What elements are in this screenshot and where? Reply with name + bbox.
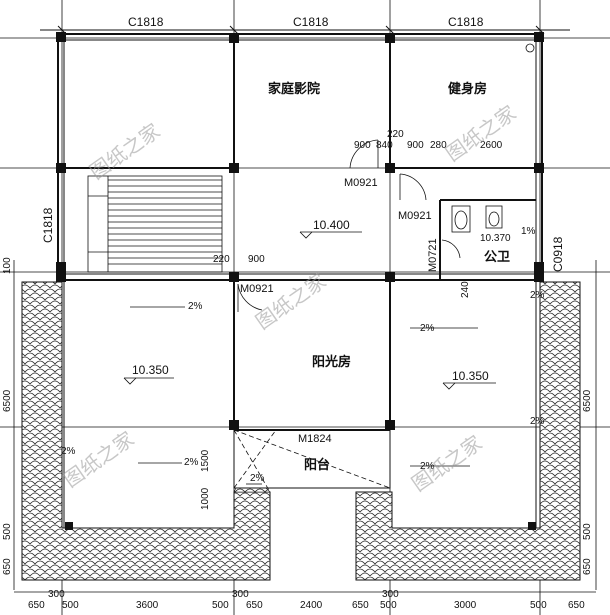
slope-label-1: 2%: [188, 301, 203, 312]
dim-bottom-8: 2400: [300, 600, 323, 611]
dim-bottom-11: 300: [382, 589, 399, 600]
dim-bottom-9: 650: [352, 600, 369, 611]
walls: [57, 33, 543, 528]
dim-inner-e: 280: [430, 140, 447, 151]
watermark-1: 图纸之家: [85, 119, 164, 185]
door-label-2: M0921: [398, 210, 432, 222]
dim-right-3: 650: [582, 558, 593, 575]
dim-inner-d: 900: [407, 140, 424, 151]
dim-inner-a: 900: [354, 140, 371, 151]
door-label-3: M0921: [240, 283, 274, 295]
dim-inner-h: 900: [248, 254, 265, 265]
watermark-4: 图纸之家: [59, 427, 138, 493]
dim-bottom-3: 300: [48, 589, 65, 600]
watermark-3: 图纸之家: [251, 269, 330, 335]
dim-inner-i: 240: [460, 281, 471, 298]
room-gym: 健身房: [448, 81, 487, 97]
columns: [56, 32, 544, 530]
dim-bottom-10: 500: [380, 600, 397, 611]
window-label-left-side: C1818: [41, 207, 55, 243]
dim-bottom-2: 500: [62, 600, 79, 611]
slope-label-9: 1%: [521, 226, 536, 237]
dim-inner-c: 220: [387, 129, 404, 140]
door-label-1: M0921: [344, 177, 378, 189]
window-label-right-side: C0918: [551, 236, 565, 272]
dim-bottom-1: 650: [28, 600, 45, 611]
slope-label-6: 2%: [420, 461, 435, 472]
elevation-markers: [123, 231, 496, 390]
window-label-balcony: M1824: [298, 433, 332, 445]
dim-inner-f: 2600: [480, 140, 503, 151]
window-label-top-right: C1818: [448, 15, 484, 29]
dim-bottom-14: 650: [568, 600, 585, 611]
slope-label-5: 2%: [420, 323, 435, 334]
room-toilet: 公卫: [484, 250, 510, 265]
dim-bottom-13: 500: [530, 600, 547, 611]
slope-label-2: 2%: [61, 446, 76, 457]
dim-left-3: 1500: [200, 449, 211, 472]
dim-bottom-6: 300: [232, 589, 249, 600]
elevation-right-terrace: 10.350: [452, 369, 489, 383]
dim-right-1: 6500: [582, 389, 593, 412]
side-dimension-lines: [13, 260, 597, 593]
dim-left-5: 500: [2, 523, 13, 540]
dim-inner-g: 220: [213, 254, 230, 265]
toilet-fixtures: [451, 43, 535, 233]
room-balcony: 阳台: [304, 457, 330, 473]
dim-bottom-5: 500: [212, 600, 229, 611]
slope-label-4: 2%: [250, 473, 265, 484]
watermark-5: 图纸之家: [407, 431, 486, 497]
watermark-2: 图纸之家: [441, 101, 520, 167]
door-label-4: M0721: [427, 238, 439, 272]
slope-arrows: [130, 306, 478, 485]
dim-left-1: 100: [2, 257, 13, 274]
dim-bottom-7: 650: [246, 600, 263, 611]
dim-bottom-12: 3000: [454, 600, 477, 611]
window-label-top-left: C1818: [128, 15, 164, 29]
slope-label-8: 2%: [530, 290, 545, 301]
dim-left-4: 1000: [200, 487, 211, 510]
elevation-toilet: 10.370: [480, 233, 511, 244]
dim-bottom-4: 3600: [136, 600, 159, 611]
dim-right-2: 500: [582, 523, 593, 540]
elevation-hall: 10.400: [313, 218, 350, 232]
window-label-top-mid: C1818: [293, 15, 329, 29]
dim-inner-b: 840: [376, 140, 393, 151]
room-sunroom: 阳光房: [312, 354, 351, 370]
elevation-left-terrace: 10.350: [132, 363, 169, 377]
roof-tiles: [21, 281, 581, 581]
slope-label-7: 2%: [530, 416, 545, 427]
door-swings: [237, 139, 461, 312]
balcony-hatch-lines: [233, 429, 391, 493]
dim-left-6: 650: [2, 558, 13, 575]
slope-label-3: 2%: [184, 457, 199, 468]
room-home-theater: 家庭影院: [268, 81, 320, 97]
dim-left-2: 6500: [2, 389, 13, 412]
staircase: [87, 175, 223, 273]
